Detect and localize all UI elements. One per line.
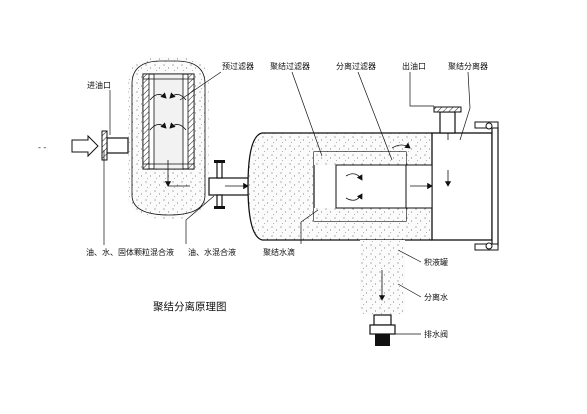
label-coalescing-separator: 聚结分离器 — [448, 61, 488, 71]
leader-lines — [103, 71, 471, 335]
inlet-marks: - - — [38, 143, 46, 152]
coalescing-separator-vessel — [247, 121, 499, 251]
outlet-nozzle — [433, 106, 462, 134]
label-coalesced-water: 聚结水滴 — [263, 247, 295, 257]
primary-filter-vessel — [128, 57, 209, 219]
label-inlet: 进油口 — [87, 80, 111, 90]
label-coalescing-filter: 聚结过滤器 — [270, 61, 310, 71]
label-primary-filter: 预过滤器 — [222, 61, 254, 71]
label-sump: 积液罐 — [424, 257, 448, 267]
diagram-caption: 聚结分离原理图 — [153, 300, 227, 313]
label-drain-valve: 排水阀 — [424, 329, 448, 339]
label-outlet: 出油口 — [402, 61, 426, 71]
sump-drain — [360, 240, 405, 346]
label-separated-water: 分离水 — [424, 292, 448, 302]
label-oil-water-mix: 油、水混合液 — [188, 247, 236, 257]
label-mixed-liquid: 油、水、固体颗粒混合液 — [86, 247, 174, 257]
label-separation-filter: 分离过滤器 — [336, 61, 376, 71]
inlet-nozzle — [71, 130, 129, 161]
connecting-pipe — [208, 160, 258, 209]
